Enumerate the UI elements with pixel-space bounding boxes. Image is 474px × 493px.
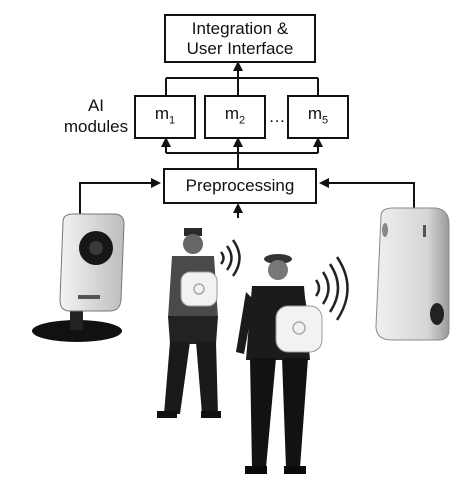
camera-icon: [32, 213, 125, 342]
preprocessing-box: Preprocessing: [163, 168, 317, 204]
wireless-signal-icon: [219, 239, 241, 277]
module-box-m2: m2: [204, 95, 266, 139]
module-box-m5: m5: [287, 95, 349, 139]
module-label: m1: [154, 103, 176, 127]
camera-to-preprocessing-arrow: [79, 178, 161, 216]
module-box-m1: m1: [134, 95, 196, 139]
sensor-to-preprocessing-arrow: [319, 178, 415, 213]
integration-box-line1: Integration &: [191, 18, 289, 38]
modules-to-integration-connector: [165, 61, 319, 95]
module-label: m5: [307, 103, 329, 127]
ai-modules-label: AI modules: [58, 95, 134, 137]
wireless-signal-icon: [314, 256, 349, 321]
preprocessing-label: Preprocessing: [185, 176, 295, 195]
integration-ui-box: Integration & User Interface: [164, 14, 316, 63]
integration-box-line2: User Interface: [186, 38, 294, 58]
preprocessing-to-modules-connector: [161, 137, 323, 168]
motion-sensor-icon: [375, 207, 450, 341]
ai-modules-line1: AI: [87, 96, 105, 115]
module-ellipsis: …: [268, 107, 286, 126]
module-label: m2: [224, 103, 246, 127]
person-in-uniform-icon: [236, 254, 323, 474]
person-with-wearable-sensor-icon: [157, 228, 221, 418]
ai-modules-line2: modules: [63, 117, 129, 136]
